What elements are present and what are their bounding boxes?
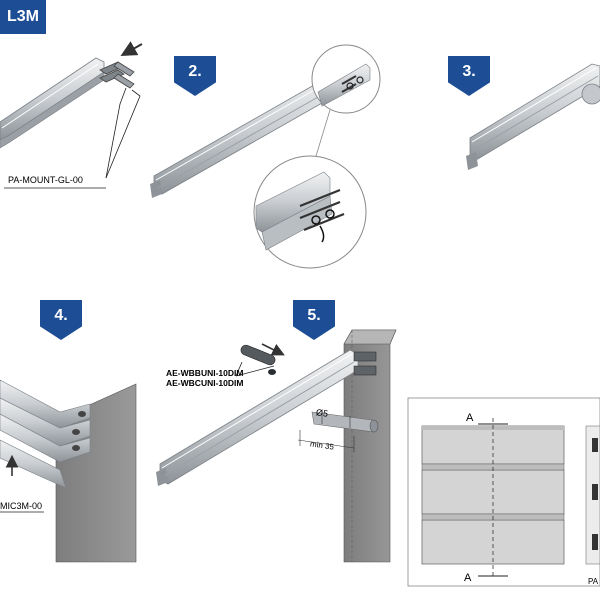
panel-code-label: PA — [588, 577, 599, 586]
leader-line — [105, 89, 141, 179]
mount-clips — [99, 61, 135, 89]
step1-profile — [0, 57, 105, 149]
section-label-top: A — [466, 412, 474, 424]
title-text: L3M — [7, 8, 39, 25]
diameter-label: Ø5 — [315, 407, 329, 419]
slide-arrow — [261, 343, 285, 356]
step-number: 3. — [462, 63, 476, 80]
title-tab: L3M — [0, 0, 46, 34]
section-label-bottom: A — [464, 572, 472, 584]
step5-profile — [156, 349, 377, 486]
step-number: 4. — [54, 307, 68, 324]
rod-accessory — [240, 344, 276, 375]
drill-rod — [297, 411, 379, 452]
step-number: 5. — [307, 307, 321, 324]
step3-profile — [466, 63, 600, 170]
accessory-label-2: AE-WBCUNI-10DIM — [166, 378, 244, 388]
accessory-leader — [235, 361, 243, 377]
leader-line — [105, 87, 127, 179]
accessory-label-1: AE-WBBUNI-10DIM — [166, 368, 244, 378]
mount-label: PA-MOUNT-GL-00 — [8, 175, 83, 185]
profile-code-label: MIC3M-00 — [0, 501, 43, 511]
detail-large-content — [255, 171, 345, 251]
section-side-profile — [585, 425, 600, 565]
detail-small-content — [317, 63, 371, 107]
step-number: 2. — [188, 63, 202, 80]
detail-connector — [315, 109, 331, 157]
accessory-leader — [235, 365, 275, 377]
insert-arrow — [120, 41, 143, 56]
step4-profiles — [0, 379, 91, 489]
